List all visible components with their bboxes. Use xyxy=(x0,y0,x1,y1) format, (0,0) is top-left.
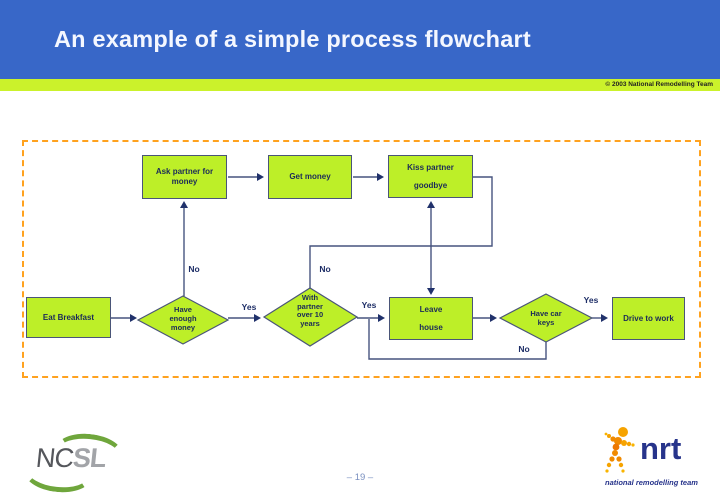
node-label-line: Eat Breakfast xyxy=(42,312,95,322)
edge-label-no-loop: No xyxy=(518,344,530,354)
edge-label-yes-drive: Yes xyxy=(583,295,599,305)
flowchart-frame xyxy=(22,140,701,378)
edge-label-no-kiss-partner: No xyxy=(319,264,331,274)
decision-label-have-enough-money: Have enough money xyxy=(153,305,213,332)
node-kiss-partner-goodbye: Kiss partner goodbye xyxy=(388,155,473,198)
arrowhead xyxy=(130,314,137,322)
page-title: An example of a simple process flowchart xyxy=(54,26,531,52)
arrowhead xyxy=(257,173,264,181)
node-drive-to-work: Drive to work xyxy=(612,297,685,340)
decision-label-line: With xyxy=(301,293,319,302)
title-bar: An example of a simple process flowchart xyxy=(0,0,720,79)
decision-label-line: money xyxy=(170,323,196,332)
decision-label-have-car-keys: Have car keys xyxy=(516,309,576,327)
decision-label-line: Have xyxy=(174,305,192,314)
nrt-stick-figure-icon xyxy=(604,427,635,473)
decision-have-enough-money xyxy=(136,295,230,345)
edge-label-yes-with-partner: Yes xyxy=(241,302,257,312)
arrowhead xyxy=(180,201,188,208)
arrowhead xyxy=(490,314,497,322)
node-label-line: Ask partner for xyxy=(155,167,214,176)
arrowhead xyxy=(427,288,435,295)
node-label-line: goodbye xyxy=(413,180,448,190)
node-leave-house: Leave house xyxy=(389,297,473,340)
node-label-line: Get money xyxy=(289,172,331,181)
arrowhead xyxy=(427,201,435,208)
arrowhead xyxy=(378,314,385,322)
node-label-line: Kiss partner xyxy=(407,162,454,172)
node-label-line: house xyxy=(419,322,443,332)
decision-have-car-keys xyxy=(498,293,594,343)
node-label-line: money xyxy=(171,177,198,186)
decision-label-line: keys xyxy=(537,318,555,327)
decision-label-line: years xyxy=(300,318,320,328)
node-label-line: Drive to work xyxy=(623,313,674,323)
edge-label-no-ask-partner: No xyxy=(188,264,200,274)
decision-label-line: partner xyxy=(297,301,323,311)
node-ask-partner-for-money: Ask partner for money xyxy=(142,155,227,199)
decision-label-line: over 10 xyxy=(296,310,324,320)
nrt-logo: nrt national remodelling team xyxy=(602,423,708,487)
accent-strip: © 2003 National Remodelling Team xyxy=(0,79,720,91)
edge-no-back-to-leave xyxy=(368,319,547,360)
page-number: – 19 – xyxy=(346,472,374,483)
node-get-money: Get money xyxy=(268,155,352,199)
copyright-text: © 2003 National Remodelling Team xyxy=(605,81,713,88)
decision-label-with-partner: With partner over 10 years xyxy=(280,293,340,329)
decision-with-partner-over-10-years xyxy=(262,287,359,347)
decision-label-line: enough xyxy=(169,314,197,323)
arrowhead xyxy=(601,314,608,322)
arrowhead xyxy=(377,173,384,181)
decision-label-line: Have car xyxy=(530,309,562,318)
arrowhead xyxy=(254,314,261,322)
edge-label-yes-leave-house: Yes xyxy=(361,300,377,310)
nrt-tagline: national remodelling team xyxy=(605,478,698,487)
edge-kiss-loop xyxy=(309,176,493,290)
nrt-wordmark: nrt xyxy=(640,431,682,466)
node-label-line: Leave xyxy=(419,304,443,314)
node-eat-breakfast: Eat Breakfast xyxy=(26,297,111,338)
